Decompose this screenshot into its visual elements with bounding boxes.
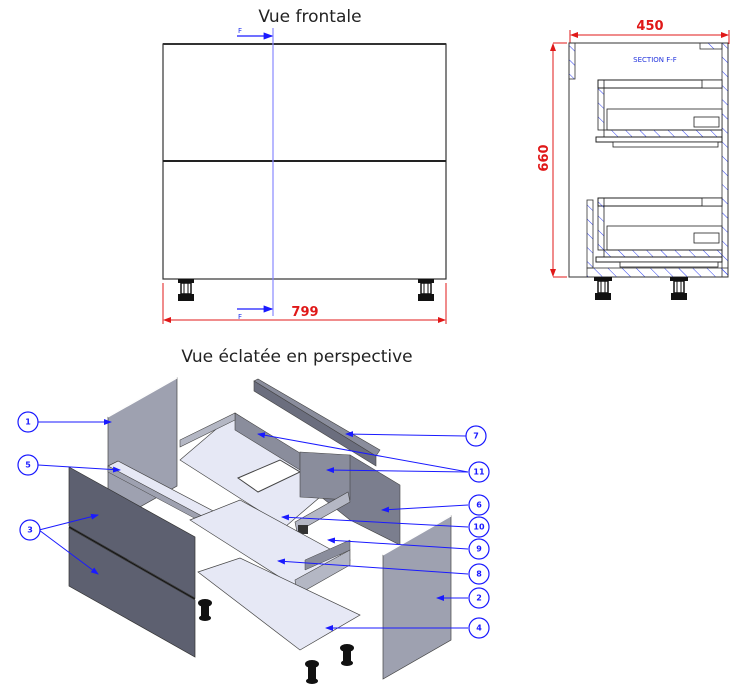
svg-text:11: 11 [473, 468, 485, 477]
callout-11: 11 [468, 461, 490, 483]
section-foot-front [594, 277, 612, 300]
foot-exploded-1 [198, 599, 212, 621]
svg-text:7: 7 [473, 432, 479, 441]
callout-1: 1 [17, 411, 39, 433]
width-dimension: 799 [291, 305, 318, 320]
foot-right [418, 279, 434, 301]
svg-text:6: 6 [476, 501, 482, 510]
callout-3: 3 [19, 519, 41, 541]
svg-text:5: 5 [25, 461, 31, 470]
depth-dimension: 450 [636, 19, 663, 34]
callout-6: 6 [468, 494, 490, 516]
front-view-title: Vue frontale [258, 7, 361, 27]
callout-5: 5 [17, 454, 39, 476]
foot-exploded-2 [340, 644, 354, 666]
callout-7: 7 [465, 425, 487, 447]
back-panel [721, 42, 729, 278]
svg-text:10: 10 [473, 523, 485, 532]
lower-drawer-assembly [189, 499, 351, 599]
bottom-panel [586, 267, 729, 278]
height-dimension: 660 [537, 144, 552, 171]
svg-text:4: 4 [476, 624, 482, 633]
callout-2: 2 [468, 587, 490, 609]
part-3-front-lower [68, 527, 196, 658]
section-drawer-lower [595, 197, 723, 268]
exploded-view-title: Vue éclatée en perspective [181, 347, 412, 367]
section-title: SECTION F-F [633, 56, 677, 64]
front-view: Vue frontale F F 799 [162, 7, 447, 324]
section-drawer-upper [595, 79, 723, 148]
leader-lines [37, 419, 469, 631]
upper-drawer-assembly [179, 412, 351, 534]
exploded-view: Vue éclatée en perspective [17, 347, 490, 684]
svg-text:8: 8 [476, 570, 482, 579]
callout-10: 10 [468, 516, 490, 538]
section-foot-back [670, 277, 688, 300]
foot-left [178, 279, 194, 301]
svg-text:9: 9 [476, 545, 482, 554]
callout-8: 8 [468, 563, 490, 585]
cut-label-top: F [238, 27, 242, 35]
svg-text:3: 3 [27, 526, 33, 535]
foot-exploded-3 [305, 660, 319, 684]
svg-text:2: 2 [476, 594, 482, 603]
callout-9: 9 [468, 538, 490, 560]
svg-text:1: 1 [25, 418, 31, 427]
cut-label-bottom: F [238, 313, 242, 321]
part-4-bottom-panel [197, 557, 361, 651]
callout-4: 4 [468, 617, 490, 639]
front-top-rail [568, 42, 576, 80]
part-3-front-upper [68, 466, 196, 599]
front-lower-panel [586, 199, 594, 269]
section-view: 450 660 SECTION F-F [537, 19, 730, 300]
